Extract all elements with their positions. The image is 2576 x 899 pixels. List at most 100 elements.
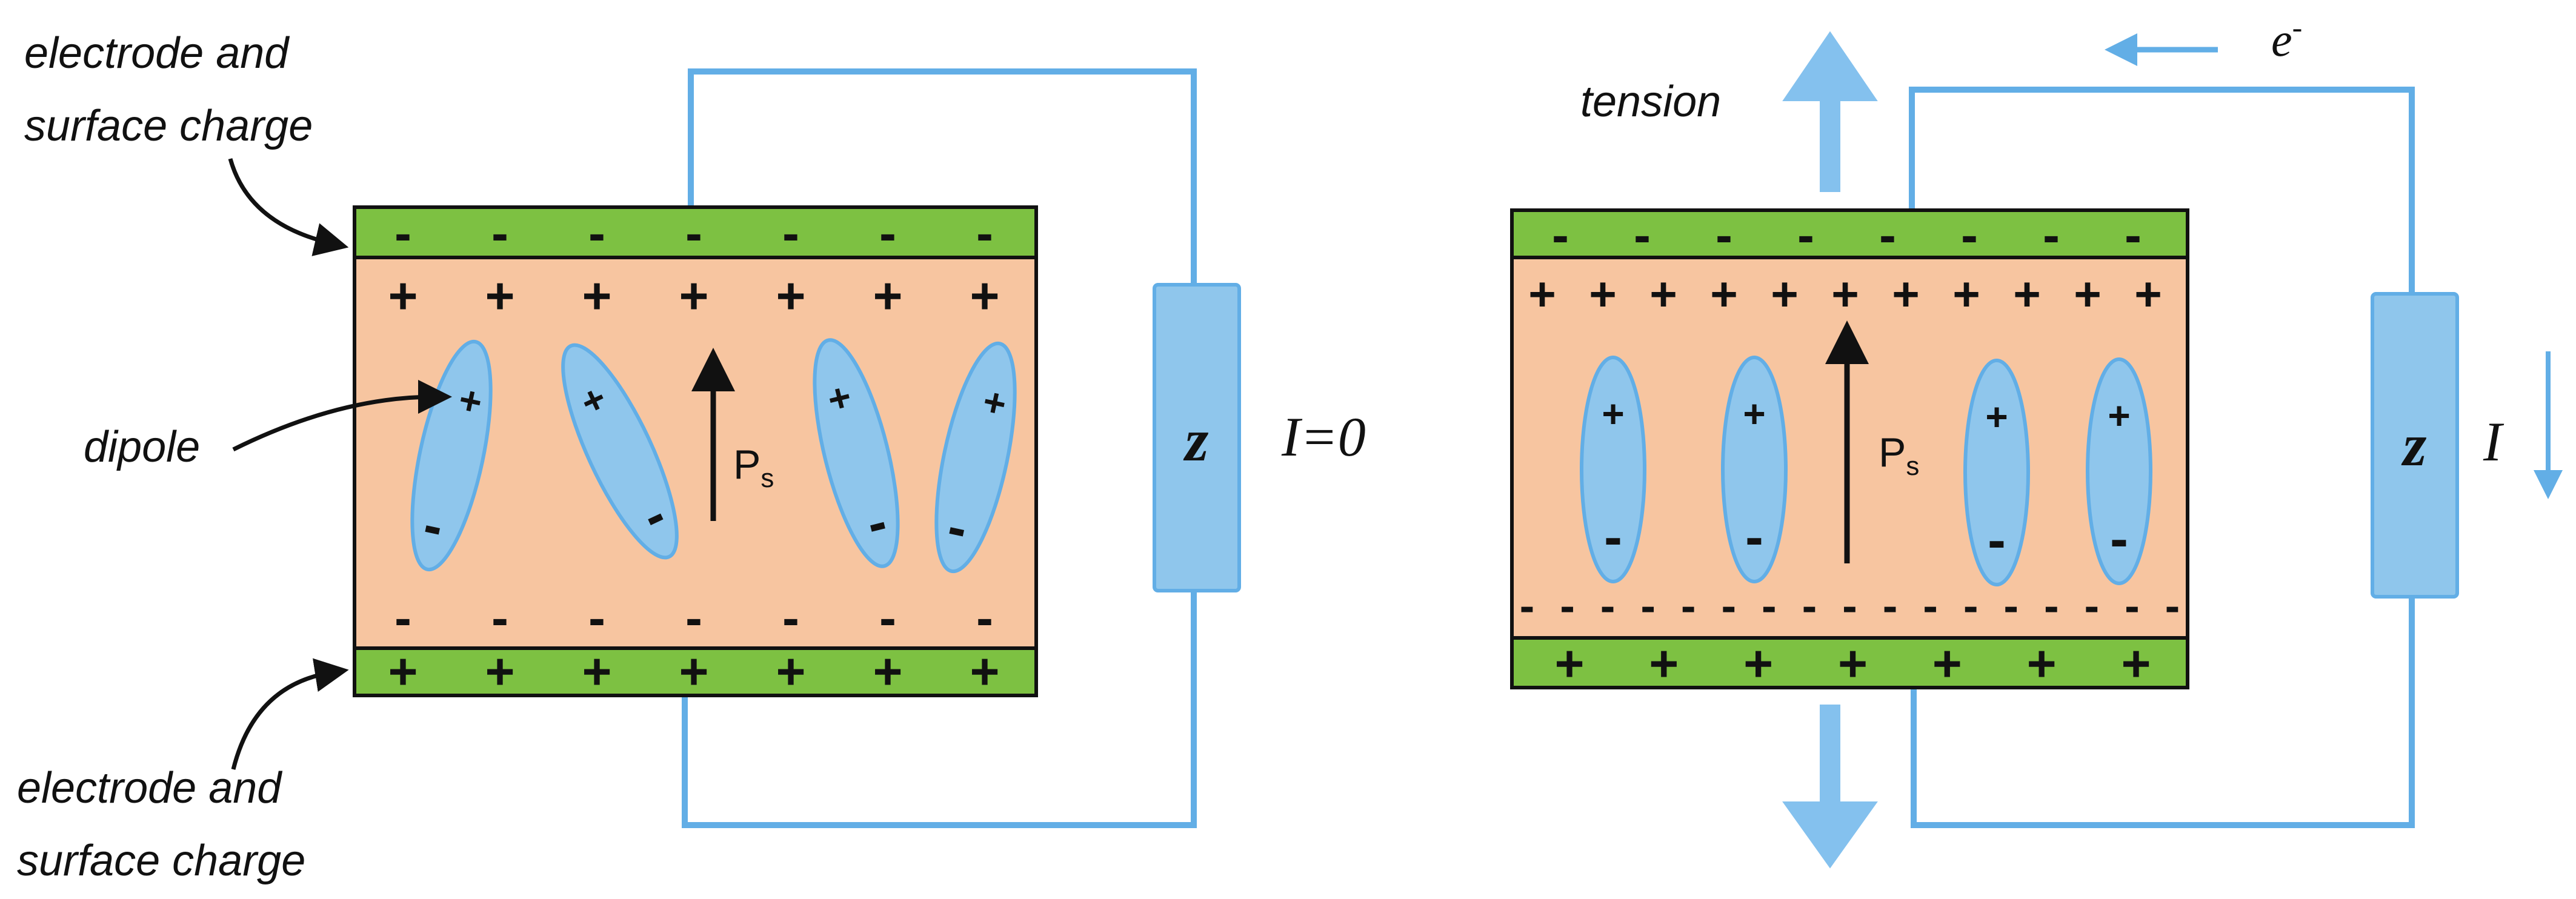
right-top-electrode-sign-5: - bbox=[1879, 207, 1896, 264]
left-bottom-electrode-sign-3: + bbox=[582, 643, 611, 700]
right-impedance-box bbox=[2371, 292, 2459, 599]
right-bottom-electrode-sign-4: + bbox=[1838, 635, 1868, 692]
right-tension-down-arrow bbox=[1782, 705, 1878, 869]
left-dipole-3: + - bbox=[813, 338, 900, 568]
left-bottom-electrode-sign-1: + bbox=[388, 643, 418, 700]
left-top-bound-sign-2: + bbox=[485, 267, 514, 324]
left-dipole-label: dipole bbox=[84, 423, 200, 471]
right-tension-label: tension bbox=[1580, 78, 1721, 126]
right-top-bound-sign-10: + bbox=[2074, 267, 2102, 320]
left-polarization-label: Ps bbox=[733, 442, 774, 493]
right-top-electrode-sign-3: - bbox=[1716, 207, 1732, 264]
left-top-label-line2: surface charge bbox=[24, 102, 313, 150]
left-top-electrode-sign-1: - bbox=[394, 205, 411, 262]
right-bottom-bound-sign-10: - bbox=[1883, 581, 1898, 631]
right-dipole-1-minus: - bbox=[1604, 507, 1622, 568]
right-bottom-electrode-sign-1: + bbox=[1554, 635, 1584, 692]
left-bottom-electrode bbox=[353, 646, 1038, 697]
right-bottom-bound-sign-4: - bbox=[1640, 581, 1656, 631]
right-top-bound-sign-1: + bbox=[1528, 267, 1556, 320]
left-top-electrode-sign-5: - bbox=[782, 205, 799, 262]
left-top-electrode-signs: ------- bbox=[394, 205, 993, 262]
right-top-electrode bbox=[1510, 208, 2189, 259]
right-polarization-label: Ps bbox=[1879, 430, 1919, 481]
right-bottom-bound-sign-9: - bbox=[1842, 581, 1857, 631]
left-top-electrode-sign-3: - bbox=[588, 205, 605, 262]
left-top-bound-signs: +++++++ bbox=[388, 267, 999, 324]
left-bottom-bound-sign-1: - bbox=[394, 589, 411, 646]
left-bottom-bound-sign-7: - bbox=[976, 589, 993, 646]
left-circuit-wire bbox=[688, 68, 1197, 285]
left-bottom-bound-sign-5: - bbox=[782, 589, 799, 646]
right-bottom-electrode-signs: + + + + + + + bbox=[1554, 635, 2151, 692]
left-top-bound-sign-6: + bbox=[873, 267, 902, 324]
left-impedance-box bbox=[1153, 283, 1241, 592]
left-top-label-line1: electrode and bbox=[24, 29, 290, 78]
right-bottom-bound-signs: ----------------- bbox=[1520, 581, 2180, 631]
left-dipole-4: + - bbox=[934, 341, 1017, 574]
left-bottom-electrode-sign-7: + bbox=[970, 643, 999, 700]
left-bottom-electrode-sign-5: + bbox=[776, 643, 805, 700]
left-top-bound-sign-5: + bbox=[776, 267, 805, 324]
right-circuit-wire-bottom bbox=[1911, 597, 2415, 828]
right-top-bound-sign-7: + bbox=[1892, 267, 1920, 320]
left-top-pointer-arrow bbox=[228, 158, 349, 256]
left-bottom-electrode-sign-6: + bbox=[873, 643, 902, 700]
right-top-electrode-sign-6: - bbox=[1961, 207, 1978, 264]
right-top-bound-sign-3: + bbox=[1649, 267, 1677, 320]
left-bottom-bound-signs: ------- bbox=[394, 589, 993, 646]
left-top-bound-sign-1: + bbox=[388, 267, 418, 324]
left-top-bound-sign-7: + bbox=[970, 267, 999, 324]
left-bottom-bound-sign-3: - bbox=[588, 589, 605, 646]
left-bottom-pointer-arrow bbox=[231, 658, 349, 770]
left-impedance-label: z bbox=[1183, 406, 1209, 474]
left-top-electrode bbox=[353, 205, 1038, 259]
right-electron-label: e- bbox=[2271, 10, 2302, 66]
right-bottom-bound-sign-1: - bbox=[1520, 581, 1535, 631]
left-current-label: I=0 bbox=[1281, 406, 1366, 468]
right-impedance-label: z bbox=[2401, 411, 2427, 479]
right-dipole-1: + - bbox=[1580, 356, 1646, 583]
right-top-bound-sign-8: + bbox=[1952, 267, 1980, 320]
left-top-electrode-sign-2: - bbox=[491, 205, 508, 262]
right-top-bound-sign-2: + bbox=[1589, 267, 1617, 320]
left-bottom-bound-sign-6: - bbox=[879, 589, 896, 646]
right-bottom-bound-sign-6: - bbox=[1721, 581, 1736, 631]
right-bottom-electrode-sign-3: + bbox=[1743, 635, 1773, 692]
right-dipole-3: + - bbox=[1963, 359, 2030, 586]
left-bottom-electrode-signs: +++++++ bbox=[388, 643, 999, 700]
left-top-electrode-sign-6: - bbox=[879, 205, 896, 262]
right-top-electrode-sign-1: - bbox=[1552, 207, 1569, 264]
right-circuit-wire bbox=[1909, 87, 2415, 294]
right-top-bound-sign-6: + bbox=[1831, 267, 1859, 320]
right-dipole-4-plus: + bbox=[2108, 394, 2130, 437]
right-current-label: I bbox=[2483, 411, 2504, 473]
left-top-electrode-sign-4: - bbox=[685, 205, 702, 262]
right-top-bound-sign-5: + bbox=[1771, 267, 1799, 320]
right-bottom-bound-sign-17: - bbox=[2165, 581, 2180, 631]
right-bottom-electrode bbox=[1510, 636, 2189, 689]
right-top-bound-signs: +++++++++++ bbox=[1528, 267, 2162, 320]
right-bottom-bound-sign-14: - bbox=[2044, 581, 2059, 631]
right-bottom-bound-sign-2: - bbox=[1560, 581, 1575, 631]
right-bottom-electrode-sign-7: + bbox=[2121, 635, 2151, 692]
right-panel: z I e- tension -------- +++++++++++ ----… bbox=[1510, 10, 2563, 869]
left-circuit-wire-bottom bbox=[682, 591, 1197, 828]
right-bottom-electrode-sign-2: + bbox=[1649, 635, 1679, 692]
right-top-electrode-sign-4: - bbox=[1797, 207, 1814, 264]
right-bottom-bound-sign-12: - bbox=[1963, 581, 1979, 631]
right-top-electrode-sign-2: - bbox=[1634, 207, 1651, 264]
right-dipole-2-minus: - bbox=[1745, 507, 1763, 568]
right-top-bound-sign-4: + bbox=[1710, 267, 1738, 320]
right-bottom-bound-sign-7: - bbox=[1762, 581, 1777, 631]
left-bottom-electrode-sign-2: + bbox=[485, 643, 514, 700]
left-bottom-bound-sign-4: - bbox=[685, 589, 702, 646]
left-bottom-label-line1: electrode and bbox=[17, 764, 282, 812]
right-bottom-electrode-sign-6: + bbox=[2027, 635, 2057, 692]
right-bottom-bound-sign-3: - bbox=[1600, 581, 1616, 631]
right-bottom-electrode-sign-5: + bbox=[1932, 635, 1962, 692]
right-dipole-2: + - bbox=[1721, 356, 1788, 583]
right-bottom-bound-sign-5: - bbox=[1681, 581, 1696, 631]
right-dipole-4: + - bbox=[2086, 357, 2152, 585]
right-bottom-bound-sign-16: - bbox=[2125, 581, 2140, 631]
